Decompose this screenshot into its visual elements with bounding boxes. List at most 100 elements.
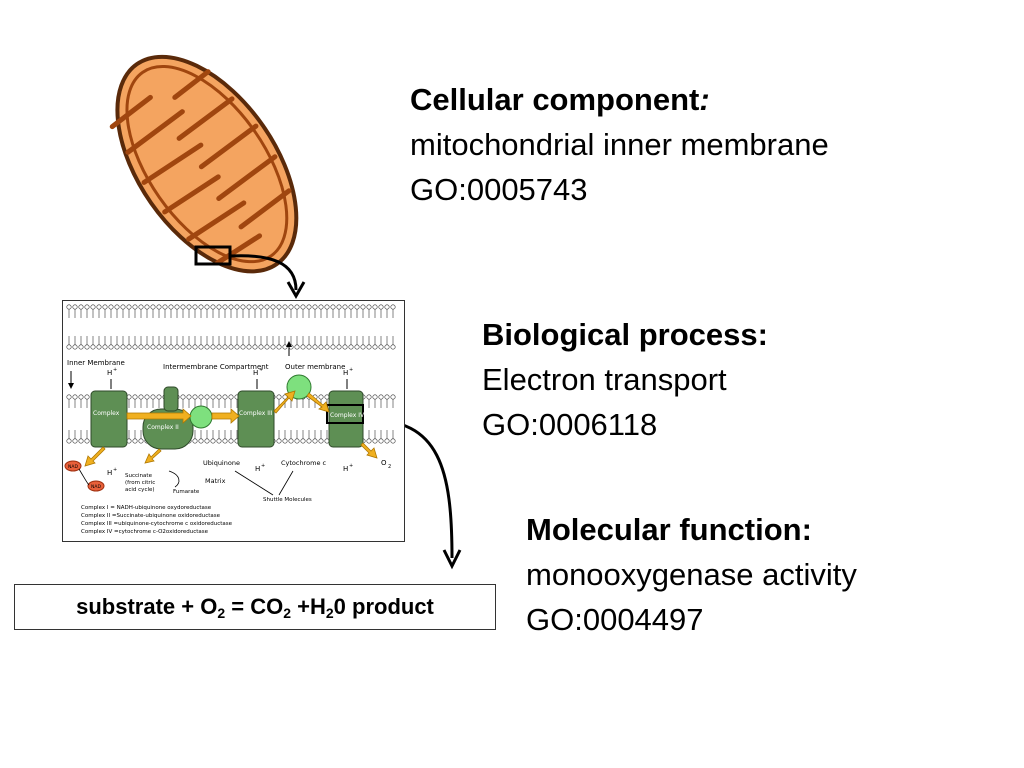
reaction-equation: substrate + O2 = CO2 +H20 product <box>14 584 496 630</box>
lipid-head <box>282 304 288 310</box>
lipid-head <box>78 394 84 400</box>
lipid-head <box>72 344 78 350</box>
biological-process-annotation: Biological process: Electron transport G… <box>482 312 768 447</box>
lipid-head <box>384 438 390 444</box>
lipid-head <box>228 394 234 400</box>
lipid-head <box>240 344 246 350</box>
lipid-head <box>84 304 90 310</box>
lipid-head <box>252 304 258 310</box>
lipid-head <box>264 344 270 350</box>
nad-oval-2 <box>87 480 105 492</box>
lipid-head <box>174 344 180 350</box>
lipid-head <box>192 394 198 400</box>
lipid-head <box>216 344 222 350</box>
lipid-head <box>138 394 144 400</box>
lipid-head <box>270 304 276 310</box>
lipid-head <box>222 344 228 350</box>
lipid-head <box>120 344 126 350</box>
lipid-head <box>360 344 366 350</box>
lipid-head <box>228 344 234 350</box>
lipid-head <box>210 344 216 350</box>
lipid-head <box>90 344 96 350</box>
lipid-head <box>222 438 228 444</box>
cellular-component-term: mitochondrial inner membrane <box>410 127 829 162</box>
lipid-head <box>72 438 78 444</box>
lipid-head <box>216 394 222 400</box>
lipid-head <box>276 438 282 444</box>
lipid-head <box>168 304 174 310</box>
lipid-head <box>378 438 384 444</box>
lipid-head <box>228 438 234 444</box>
lipid-head <box>276 304 282 310</box>
lipid-head <box>270 344 276 350</box>
ubiquinone-node <box>189 405 213 429</box>
lipid-head <box>342 344 348 350</box>
cellular-component-title: Cellular component: <box>410 82 710 117</box>
lipid-head <box>384 344 390 350</box>
svg-text:H: H <box>343 369 348 377</box>
complex-i-label: Complex <box>93 410 120 417</box>
nad-oval-1 <box>64 460 82 472</box>
lipid-head <box>66 394 72 400</box>
lipid-head <box>348 344 354 350</box>
lipid-head <box>216 438 222 444</box>
svg-text:NAD: NAD <box>68 464 78 470</box>
svg-text:(from citric: (from citric <box>125 480 155 486</box>
lipid-head <box>300 344 306 350</box>
lipid-head <box>366 304 372 310</box>
lipid-head <box>324 344 330 350</box>
svg-text:+: + <box>113 367 117 373</box>
lipid-head <box>306 438 312 444</box>
lipid-head <box>66 344 72 350</box>
lipid-head <box>276 394 282 400</box>
lipid-head <box>66 304 72 310</box>
lipid-head <box>144 344 150 350</box>
lipid-head <box>120 304 126 310</box>
lipid-head <box>180 344 186 350</box>
biological-process-title: Biological process: <box>482 317 768 352</box>
svg-text:+: + <box>349 463 353 469</box>
svg-text:Complex III =ubiquinone-cytoc: Complex III =ubiquinone-cytochrome c oxi… <box>81 521 233 527</box>
svg-text:NAD: NAD <box>91 484 101 490</box>
lipid-head <box>210 438 216 444</box>
lipid-head <box>132 304 138 310</box>
lipid-head <box>192 304 198 310</box>
svg-text:+: + <box>259 367 263 373</box>
lipid-head <box>186 304 192 310</box>
lipid-head <box>72 394 78 400</box>
lipid-head <box>150 304 156 310</box>
matrix-label: Matrix <box>205 477 226 485</box>
lipid-head <box>318 344 324 350</box>
lipid-head <box>276 344 282 350</box>
lipid-head <box>108 344 114 350</box>
lipid-head <box>318 304 324 310</box>
molecular-function-go-id: GO:0004497 <box>526 602 704 637</box>
lipid-head <box>288 438 294 444</box>
lipid-head <box>390 344 396 350</box>
lipid-head <box>324 304 330 310</box>
lipid-head <box>222 304 228 310</box>
lipid-head <box>258 304 264 310</box>
inner-membrane-label: Inner Membrane <box>67 359 125 367</box>
lipid-head <box>162 304 168 310</box>
lipid-head <box>174 304 180 310</box>
lipid-head <box>78 438 84 444</box>
lipid-head <box>138 438 144 444</box>
lipid-head <box>330 344 336 350</box>
cellular-component-annotation: Cellular component: mitochondrial inner … <box>410 77 829 212</box>
lipid-head <box>204 438 210 444</box>
lipid-head <box>198 438 204 444</box>
lipid-head <box>252 344 258 350</box>
svg-text:2: 2 <box>388 464 391 470</box>
svg-text:H: H <box>255 465 260 473</box>
lipid-head <box>264 304 270 310</box>
svg-text:acid cycle): acid cycle) <box>125 487 155 493</box>
lipid-head <box>96 304 102 310</box>
lipid-head <box>198 304 204 310</box>
lipid-head <box>258 344 264 350</box>
svg-text:+: + <box>113 467 117 473</box>
lipid-head <box>156 304 162 310</box>
lipid-head <box>102 304 108 310</box>
lipid-head <box>336 304 342 310</box>
lipid-head <box>378 394 384 400</box>
